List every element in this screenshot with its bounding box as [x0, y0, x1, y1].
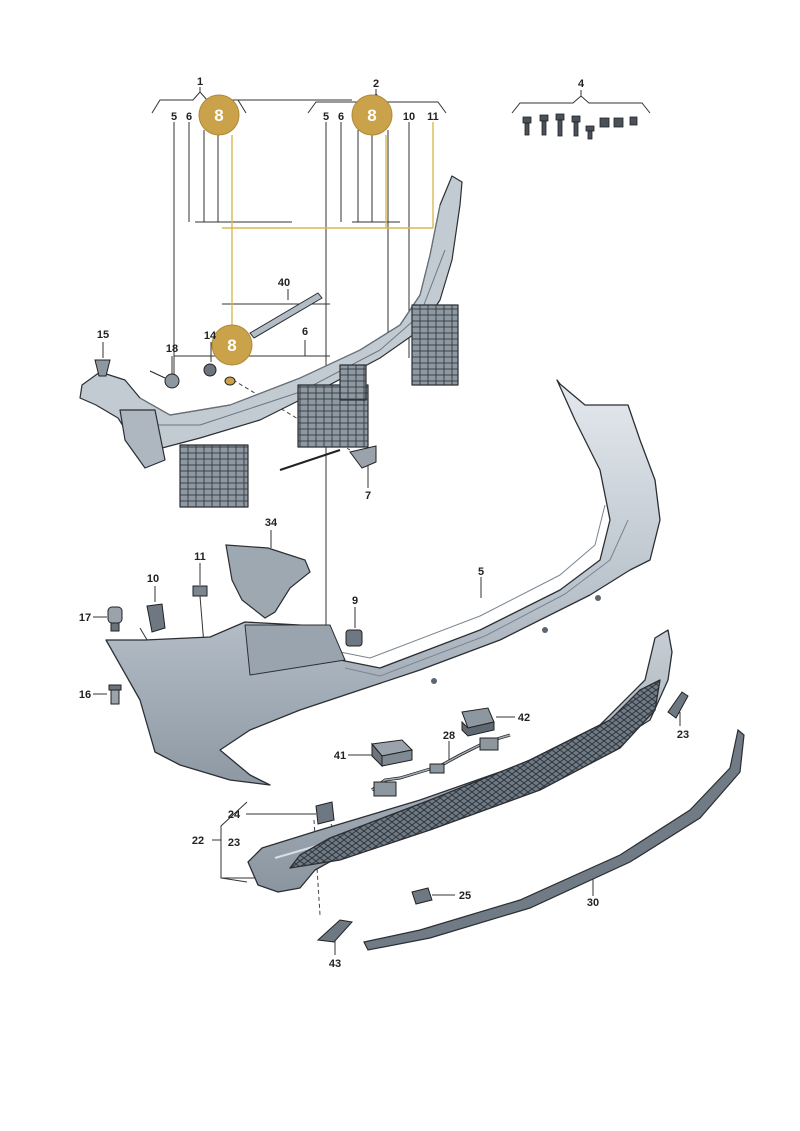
part-34-impact-pad [225, 544, 311, 619]
label-11b: 11 [194, 551, 206, 563]
label-15: 15 [97, 329, 109, 341]
harness-28 [371, 733, 511, 797]
label-42: 42 [518, 712, 530, 724]
label-11: 11 [427, 111, 439, 123]
label-6b: 6 [338, 111, 344, 123]
part-40-trim-strip [249, 292, 323, 339]
bracket-7 [279, 445, 377, 471]
label-10b: 10 [147, 573, 159, 585]
label-23b: 23 [228, 837, 240, 849]
label-30: 30 [587, 897, 599, 909]
callout-8-right: 8 [351, 94, 393, 136]
clip-25 [411, 887, 433, 905]
label-5c: 5 [478, 566, 484, 578]
module-41 [371, 739, 414, 768]
label-1: 1 [197, 76, 203, 88]
part-23-lower-diffuser [247, 629, 673, 893]
label-6c: 6 [302, 326, 308, 338]
bracket-9 [345, 629, 363, 647]
part-30-trim-strip [363, 728, 745, 951]
bracket-23 [667, 691, 689, 719]
label-25: 25 [459, 890, 471, 902]
svg-text:8: 8 [214, 106, 223, 125]
label-40: 40 [278, 277, 290, 289]
nut-17 [107, 606, 123, 632]
label-22: 22 [192, 835, 204, 847]
part-labels: 1 2 4 5 6 5 6 10 11 40 15 18 14 6 7 34 1… [79, 76, 689, 970]
callout-8-lower: 8 [211, 324, 253, 366]
label-4: 4 [578, 78, 585, 90]
fastener-14 [203, 363, 217, 377]
label-24: 24 [228, 809, 241, 821]
label-14: 14 [204, 330, 217, 342]
label-28: 28 [443, 730, 455, 742]
label-10: 10 [403, 111, 415, 123]
label-18: 18 [166, 343, 178, 355]
clip-11 [192, 585, 208, 597]
fastener-15 [94, 359, 111, 377]
label-7: 7 [365, 490, 371, 502]
label-5a: 5 [171, 111, 177, 123]
callout-8-left: 8 [198, 94, 240, 136]
label-9: 9 [352, 595, 358, 607]
fastener-set-4 [522, 113, 638, 140]
svg-text:8: 8 [227, 336, 236, 355]
svg-text:8: 8 [367, 106, 376, 125]
label-23: 23 [677, 729, 689, 741]
clip-8 [224, 376, 236, 386]
label-5b: 5 [323, 111, 329, 123]
bracket-10 [146, 603, 166, 633]
label-16: 16 [79, 689, 91, 701]
fastener-18 [149, 370, 180, 389]
label-6a: 6 [186, 111, 192, 123]
screw-16 [108, 684, 122, 705]
label-41: 41 [334, 750, 346, 762]
sensor-42 [461, 707, 495, 737]
bracket-24 [315, 801, 335, 825]
label-2: 2 [373, 78, 379, 90]
label-17: 17 [79, 612, 91, 624]
callout-leaders [222, 122, 434, 330]
label-43: 43 [329, 958, 341, 970]
bracket-43 [316, 919, 353, 943]
part-6-bumper-carrier [79, 175, 463, 508]
label-34: 34 [265, 517, 278, 529]
part-5-bumper-cover [105, 379, 661, 786]
